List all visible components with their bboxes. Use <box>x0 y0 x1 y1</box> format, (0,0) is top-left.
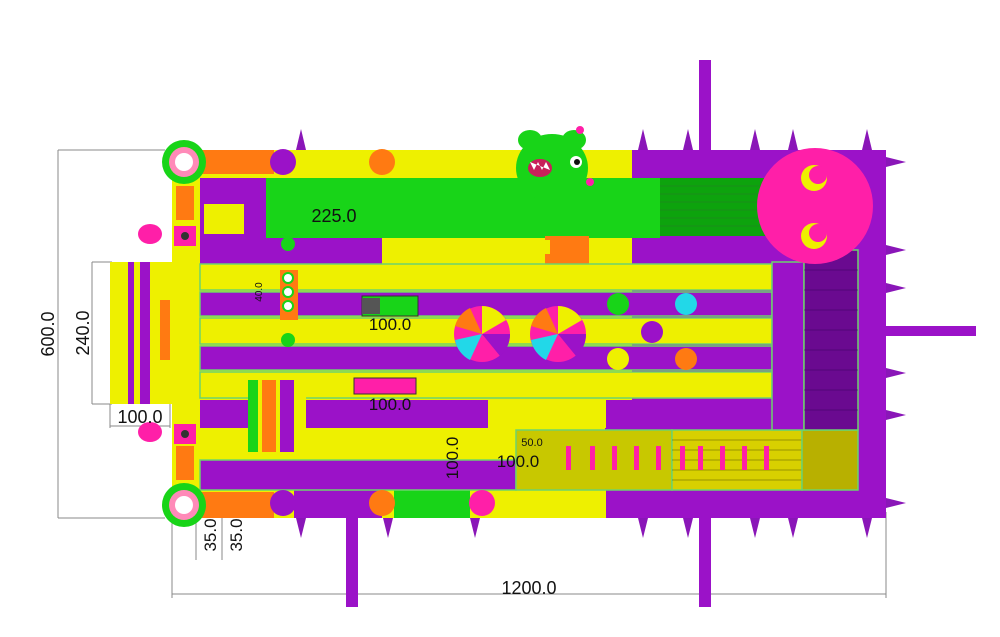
pink-tower <box>757 148 873 264</box>
step-label: 50.0 <box>521 437 542 449</box>
dimension-labels: 600.0 240.0 100.0 35.0 35.0 1200.0 225.0… <box>38 206 557 598</box>
corner-b-label: 35.0 <box>227 518 246 551</box>
perimeter-spikes <box>296 129 906 538</box>
pillar-gap-label: 40.0 <box>254 282 265 302</box>
decorative-balls <box>270 149 697 516</box>
overall-width-label: 600.0 <box>38 311 58 356</box>
monster-mascot <box>516 126 594 202</box>
obstacle-blocks <box>248 295 419 452</box>
obstacle-a-label: 100.0 <box>369 315 412 334</box>
slide-length-label: 225.0 <box>311 206 356 226</box>
overall-length-label: 1200.0 <box>501 578 556 598</box>
entrance-ramp <box>110 262 172 404</box>
pillar-obstacle <box>280 270 298 320</box>
entrance-width-label: 240.0 <box>73 310 93 355</box>
climbing-pegs <box>566 446 769 470</box>
entrance-depth-label: 100.0 <box>117 407 162 427</box>
anchor-legs <box>346 60 976 607</box>
beach-ball-left <box>454 306 511 362</box>
dimension-lines <box>57 149 887 598</box>
corner-a-label: 35.0 <box>201 518 220 551</box>
climb-width-label: 100.0 <box>497 452 540 471</box>
climb-depth-label: 100.0 <box>443 437 462 480</box>
beach-ball-right <box>530 306 587 362</box>
obstacle-b-label: 100.0 <box>369 395 412 414</box>
corner-towers <box>138 140 206 527</box>
